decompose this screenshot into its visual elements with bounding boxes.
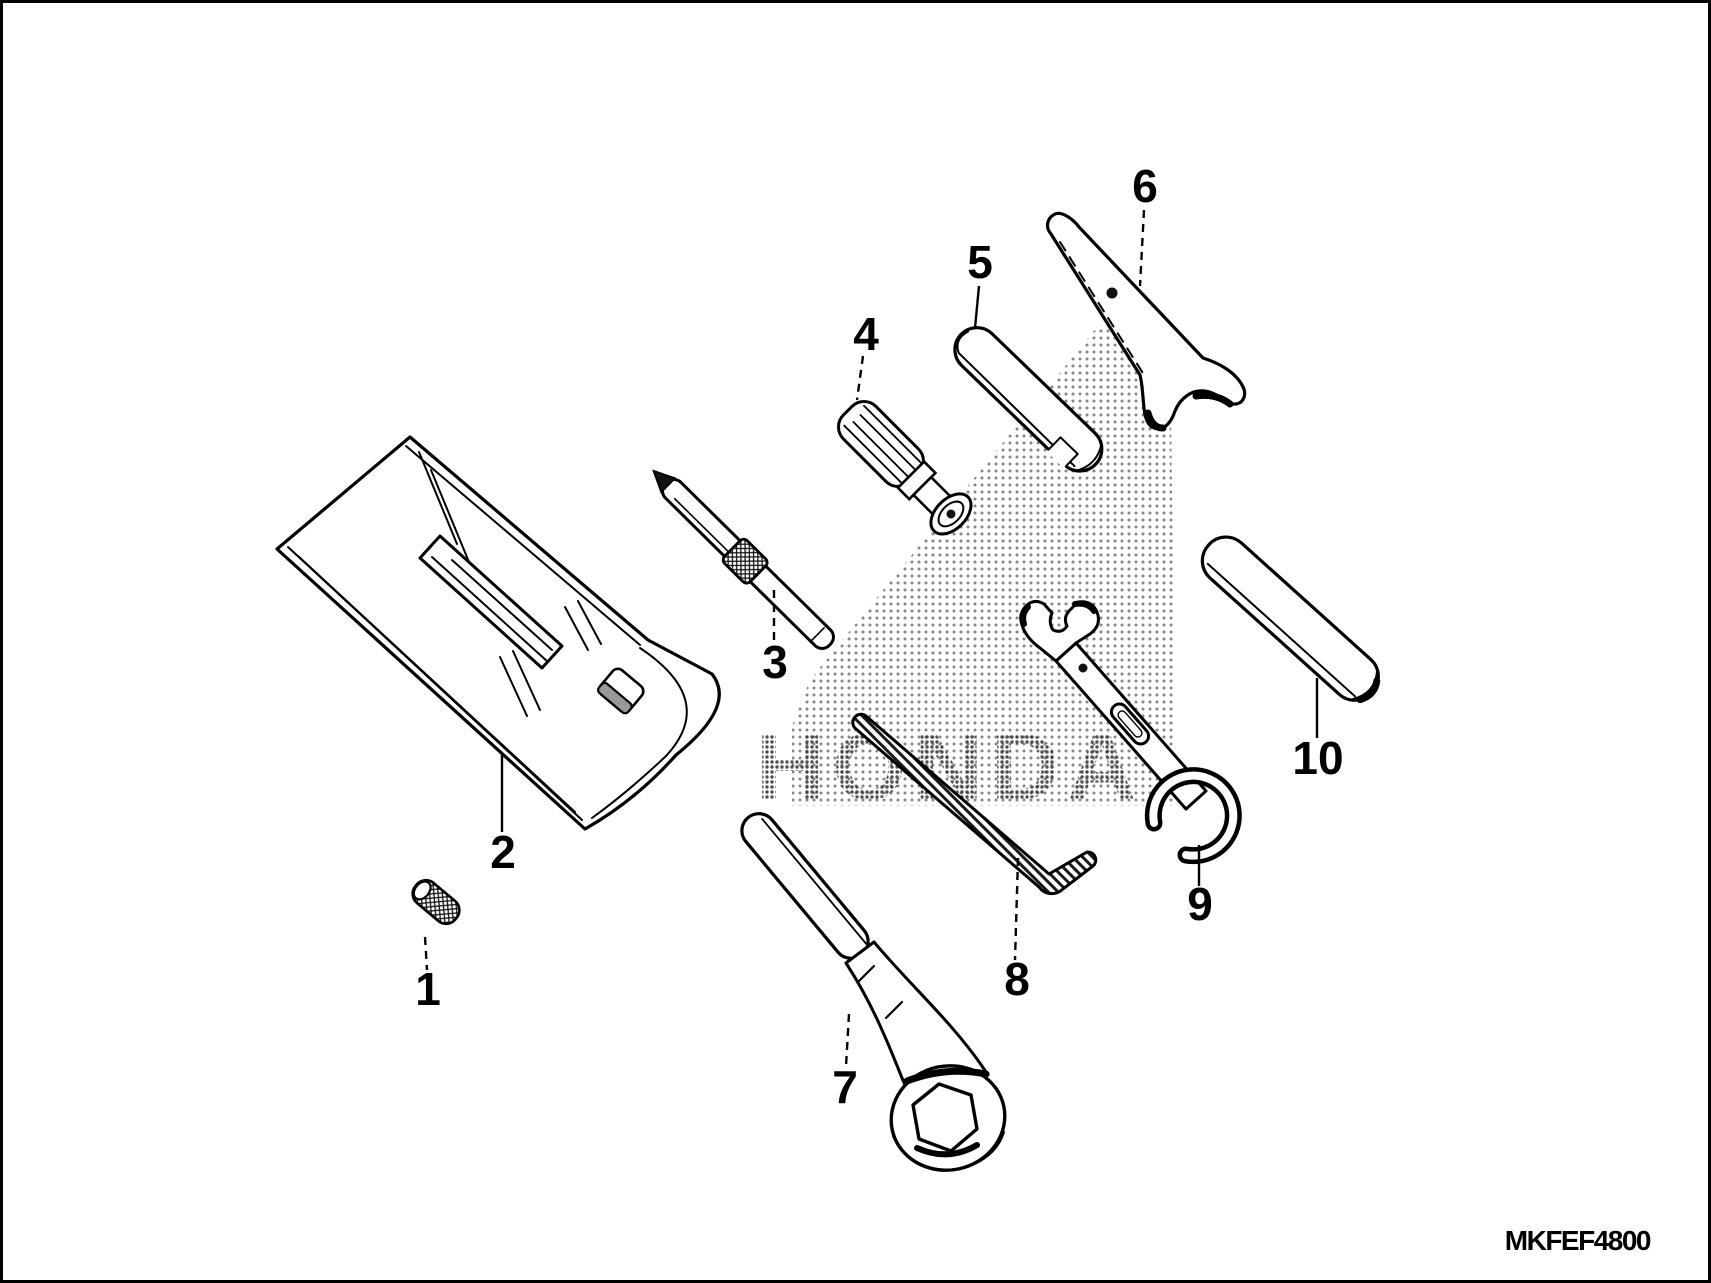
callout-label-9[interactable]: 9: [1187, 878, 1213, 930]
callout-5: 5: [967, 236, 993, 329]
part-7-box-wrench: [740, 812, 1007, 1172]
part-1-clip: [411, 878, 461, 926]
callout-label-6[interactable]: 6: [1132, 160, 1158, 212]
callout-1: 1: [415, 936, 441, 1015]
leader-line: [1013, 857, 1020, 961]
part-9-open-end-wrench: [1019, 599, 1242, 865]
leader-line: [855, 355, 865, 401]
leader-line: [1138, 209, 1146, 287]
leader-line: [423, 936, 429, 971]
callout-8: 8: [1004, 857, 1030, 1005]
leader-line: [844, 1013, 851, 1067]
callout-3: 3: [762, 590, 788, 688]
callout-7: 7: [832, 1013, 858, 1113]
part-2-tool-bag: [275, 435, 721, 831]
callout-label-3[interactable]: 3: [762, 636, 788, 688]
callout-label-8[interactable]: 8: [1004, 953, 1030, 1005]
callout-4: 4: [853, 308, 879, 401]
lever-hole: [1106, 287, 1118, 299]
drawing-code: MKFEF4800: [1505, 1225, 1651, 1256]
part-3-screwdriver-bit: [652, 469, 835, 650]
callout-label-7[interactable]: 7: [832, 1061, 858, 1113]
callout-2: 2: [490, 754, 516, 878]
callout-label-1[interactable]: 1: [415, 963, 441, 1015]
part-10-grip-tube: [1200, 535, 1381, 704]
snap-button: [596, 667, 645, 715]
part-4-screwdriver-grip: [837, 400, 973, 536]
callout-9: 9: [1187, 845, 1213, 930]
leader-line: [973, 285, 981, 329]
callout-10: 10: [1292, 678, 1344, 784]
part-5-tool-case: [953, 326, 1104, 473]
callout-label-10[interactable]: 10: [1292, 732, 1343, 784]
callout-label-4[interactable]: 4: [853, 308, 879, 360]
part-8-hex-wrench: [851, 712, 1098, 896]
callout-6: 6: [1132, 160, 1158, 287]
part-6-lever-wrench: [1045, 211, 1247, 432]
callout-label-5[interactable]: 5: [967, 236, 993, 288]
callout-label-2[interactable]: 2: [490, 826, 516, 878]
